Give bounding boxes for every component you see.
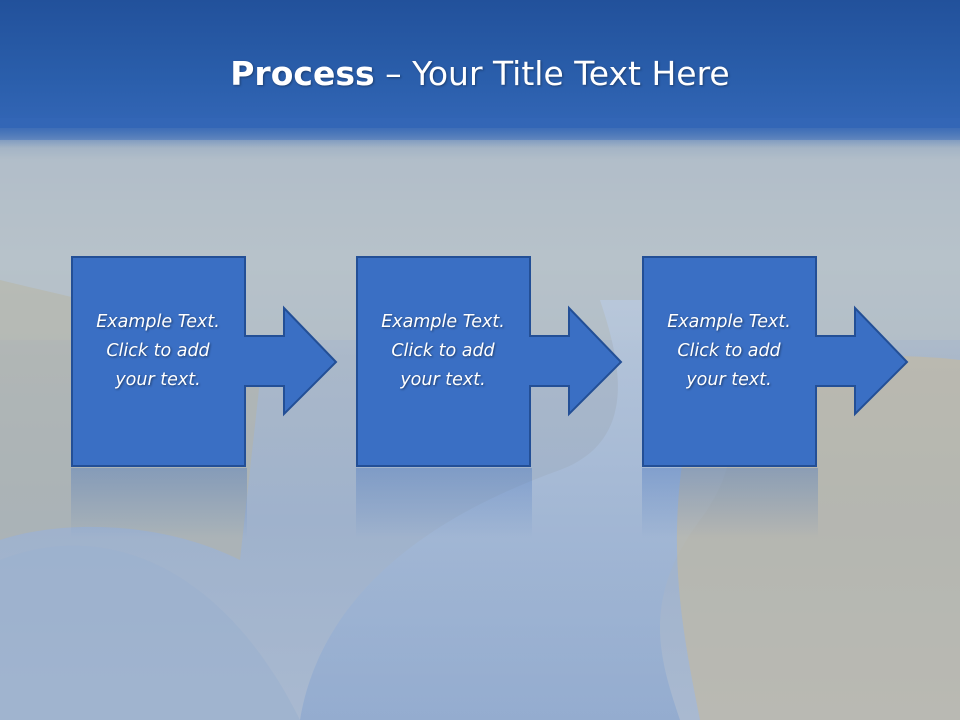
process-step-text[interactable]: Example Text. Click to add your text. [96,312,220,390]
step-reflection [642,468,818,538]
title-bar-fade [0,118,960,148]
step-reflection [356,468,532,538]
slide-title-rest: – Your Title Text Here [374,54,730,93]
process-step-text[interactable]: Example Text. Click to add your text. [667,312,791,390]
process-step-arrow-shape [71,256,338,467]
step-reflection [71,468,247,538]
process-step-arrow-shape [642,256,909,467]
title-bar [0,0,960,128]
slide-title-bold: Process [230,54,375,93]
process-step-1[interactable]: Example Text. Click to add your text. [71,256,341,468]
process-step-2[interactable]: Example Text. Click to add your text. [356,256,626,468]
process-step-arrow-shape [356,256,623,467]
process-step-text[interactable]: Example Text. Click to add your text. [381,312,505,390]
process-step-3[interactable]: Example Text. Click to add your text. [642,256,912,468]
slide-title[interactable]: Process – Your Title Text Here [0,52,960,96]
